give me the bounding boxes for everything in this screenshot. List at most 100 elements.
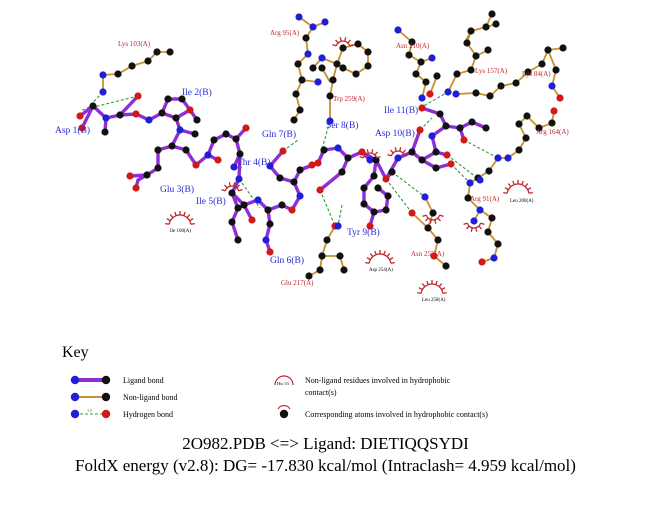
atom <box>550 107 558 115</box>
atom <box>515 146 523 154</box>
hydrophobic-arc-spoke <box>347 39 352 44</box>
atom <box>538 60 546 68</box>
atom <box>278 201 286 209</box>
atom <box>370 172 378 180</box>
atom <box>339 64 347 72</box>
atom <box>408 148 416 156</box>
hydrophobic-arc-spoke <box>369 253 374 258</box>
legend-ligand-atom-black <box>101 375 111 385</box>
hydrophobic-arc-spoke <box>424 217 429 222</box>
atoms <box>76 10 567 280</box>
atom <box>248 216 256 224</box>
hydrogen-bond <box>282 139 299 152</box>
atom <box>482 124 490 132</box>
legend-hydrophobic-atom <box>279 409 289 419</box>
atom <box>266 220 274 228</box>
label-ile2: Ile 2(B) <box>182 87 212 98</box>
hydrophobic-arc-spoke <box>478 225 483 230</box>
label-asp254: Asp 254(A) <box>369 268 393 273</box>
hydrophobic-arc-spoke <box>339 37 342 42</box>
hydrophobic-arc-spoke <box>389 149 394 154</box>
legend-nonligand-bond-label: Non-ligand bond <box>123 393 177 402</box>
label-glu3: Glu 3(B) <box>160 184 194 195</box>
atom <box>316 266 324 274</box>
hydrophobic-arc-spoke <box>512 180 515 185</box>
atom <box>304 50 312 58</box>
atom <box>466 179 474 187</box>
hydrogen-bond <box>238 178 261 209</box>
legend-hbond-atom-red <box>101 409 111 419</box>
hydrogen-bond <box>450 163 471 184</box>
atom <box>352 70 360 78</box>
atom <box>366 222 374 230</box>
hydrogen-bond <box>419 91 449 109</box>
atom <box>326 92 334 100</box>
atom <box>372 156 380 164</box>
ligand-bond <box>118 108 199 122</box>
hydrophobic-arc-spoke <box>421 283 426 288</box>
atom <box>394 26 402 34</box>
atom <box>132 184 140 192</box>
atom <box>476 176 484 184</box>
atom <box>242 124 250 132</box>
atom <box>191 130 199 138</box>
atom <box>176 126 184 134</box>
atom <box>318 54 326 62</box>
hydrophobic-arc-spoke <box>463 222 468 226</box>
atom <box>240 201 248 209</box>
atom <box>339 44 347 52</box>
label-glu217: Glu 217(A) <box>281 279 314 287</box>
atom <box>143 171 151 179</box>
hydrophobic-arc-spoke <box>528 192 533 194</box>
atom <box>418 94 426 102</box>
atom <box>544 46 552 54</box>
hydrophobic-arc-spoke <box>223 184 228 189</box>
atom <box>290 116 298 124</box>
atom <box>494 154 502 162</box>
label-thr4: Thr 4(B) <box>237 157 271 168</box>
legend-ligand-atom-blue <box>70 375 80 385</box>
atom <box>182 146 190 154</box>
atom <box>504 154 512 162</box>
atom <box>388 168 396 176</box>
atom <box>497 82 505 90</box>
atom <box>482 23 490 31</box>
label-asp1: Asp 1(B) <box>55 125 90 136</box>
atom <box>292 90 300 98</box>
hydrophobic-arc-spoke <box>394 147 397 152</box>
label-ile11: Ile 11(B) <box>384 105 418 116</box>
hydrophobic-arc-spoke <box>371 149 374 154</box>
atom <box>230 163 238 171</box>
legend-hbond-label: Hydrogen bond <box>123 410 173 419</box>
atom <box>360 200 368 208</box>
hydrogen-bond <box>463 139 499 159</box>
atom <box>210 136 218 144</box>
legend-hydrophobic-atom-arc-icon <box>277 405 291 410</box>
atom <box>296 192 304 200</box>
protein-residue-labels: Lys 103(A) Arg 95(A) Asn 210(A) Trp 259(… <box>118 29 569 287</box>
atom <box>318 252 326 260</box>
legend: Key Ligand bond Non-ligand bond 3.0 Hydr… <box>62 344 488 419</box>
hydrophobic-arc-spoke <box>332 43 337 47</box>
atom <box>114 70 122 78</box>
hydrogen-bond <box>319 189 336 227</box>
atom <box>426 90 434 98</box>
atom <box>262 236 270 244</box>
label-lys84: Lys 84(A) <box>522 70 551 78</box>
atom <box>228 189 236 197</box>
hydrophobic-arc-spoke <box>399 147 402 152</box>
hydrophobic-arc-spoke <box>374 250 377 255</box>
atom <box>472 52 480 60</box>
hydrophobic-arc-spoke <box>169 214 174 219</box>
hydrophobic-arc-spoke <box>386 253 391 258</box>
hydrophobic-arc-spoke <box>417 292 422 294</box>
label-trp259: Trp 259(A) <box>333 95 365 103</box>
hydrophobic-arc-spoke <box>359 155 364 159</box>
hydrophobic-arc-spoke <box>389 257 394 261</box>
hydrophobic-arc-spoke <box>365 262 370 264</box>
atom <box>153 48 161 56</box>
atom <box>447 160 455 168</box>
atom <box>548 82 556 90</box>
atom <box>309 64 317 72</box>
atom <box>418 104 426 112</box>
